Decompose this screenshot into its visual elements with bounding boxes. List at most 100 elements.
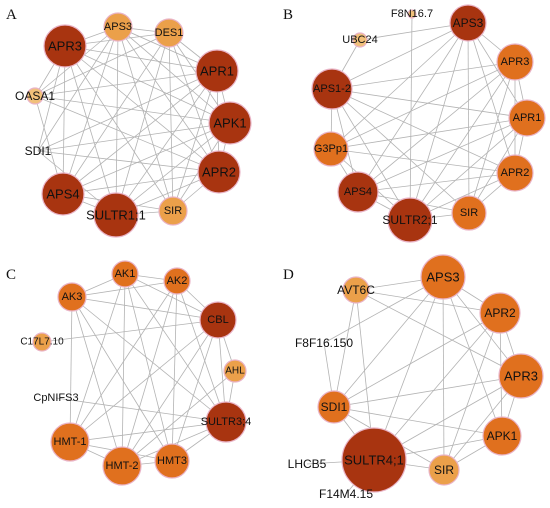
network-edge [409,61,516,221]
network-edge [62,26,119,195]
network-edge [331,88,411,221]
network-edge [34,32,170,97]
node-label: SULTR2;1 [382,213,437,227]
network-edge [121,370,236,467]
node-circle [57,282,87,312]
network-edge [323,276,444,344]
network-edge [409,22,469,221]
network-edge [117,26,231,124]
network-node: DES1 [154,18,184,48]
network-edge [64,45,117,216]
network-node: APS4 [337,171,379,213]
network-node: F14M4.15 [319,487,373,501]
network-edge [468,61,516,214]
node-label: OASA1 [15,89,55,103]
node-label: APR2 [501,167,530,179]
node-label: APS1-2 [313,83,351,95]
edge-group [330,13,528,221]
node-circle [102,446,142,486]
network-node: C17L7.10 [20,332,64,352]
node-circle [43,24,87,68]
network-node: AHL [223,359,247,383]
node-label: AHL [225,366,245,377]
panel-letter: D [283,267,294,283]
network-edge [37,70,218,152]
network-edge [117,26,174,212]
node-label: APK1 [213,116,246,131]
node-label: APR3 [504,369,538,384]
network-node: APS3 [449,4,487,42]
node-circle [311,68,353,110]
network-node: AVT6C [337,276,375,304]
network-edge [71,296,173,462]
network-edge [69,280,178,443]
network-node: CBL [199,301,237,339]
node-circle [103,12,133,42]
network-edge [64,45,174,212]
node-circle [313,131,349,167]
node-circle [508,99,546,137]
network-node: APS4 [41,172,85,216]
network-edge [117,26,220,173]
network-node: SULTR1;1 [86,192,146,238]
node-circle [482,416,522,456]
network-node: F8N16.7 [391,8,433,20]
node-circle [451,195,487,231]
network-edge [34,95,231,124]
network-node: AK3 [57,282,87,312]
node-circle [479,292,521,334]
node-label: AK1 [115,268,136,280]
network-node: APR3 [43,24,87,68]
network-node: APR3 [498,353,544,399]
network-edge [41,319,219,343]
node-label: APS3 [104,21,132,33]
node-label: SIR [434,463,454,477]
network-edge [34,95,220,173]
network-node: SULTR4;1 [341,427,407,493]
network-node: LHCB5 [288,457,327,471]
network-node: APK1 [482,416,522,456]
network-edge [357,22,469,193]
node-label: APR2 [484,306,516,320]
node-circle [342,276,370,304]
network-edge [409,13,413,221]
node-circle [199,301,237,339]
node-label: APS3 [453,16,484,30]
network-node: APK1 [208,101,252,145]
node-label: CBL [207,314,228,326]
network-node: APR1 [195,49,239,93]
node-label: HMT3 [157,455,187,467]
network-node: APR3 [496,43,534,81]
node-circle [420,254,466,300]
node-label: SULTR3;4 [201,416,252,428]
node-label: APR1 [513,112,542,124]
node-circle [337,171,379,213]
network-edge [442,276,445,471]
network-edge [330,22,469,150]
node-label: APS3 [426,270,459,285]
network-edge [330,148,516,174]
node-label: G3Pp1 [314,143,348,155]
node-circle [205,401,247,443]
network-edge [115,70,218,216]
edge-group [34,26,231,216]
network-edge [355,289,522,377]
node-circle [317,390,351,424]
network-edge [171,280,178,462]
network-node: SIR [428,454,460,486]
network-node: SDI1 [25,144,52,158]
network-node: AK2 [163,267,191,295]
node-circle [496,43,534,81]
node-label: AK3 [62,291,83,303]
network-node: SIR [451,195,487,231]
network-edge [357,172,516,193]
network-edge [333,289,357,408]
network-edge [115,122,231,216]
network-node: OASA1 [15,87,55,105]
node-label: HMT-2 [106,460,139,472]
node-circle [407,9,417,19]
network-node: APR2 [496,154,534,192]
node-label: LHCB5 [288,457,327,471]
node-circle [496,154,534,192]
